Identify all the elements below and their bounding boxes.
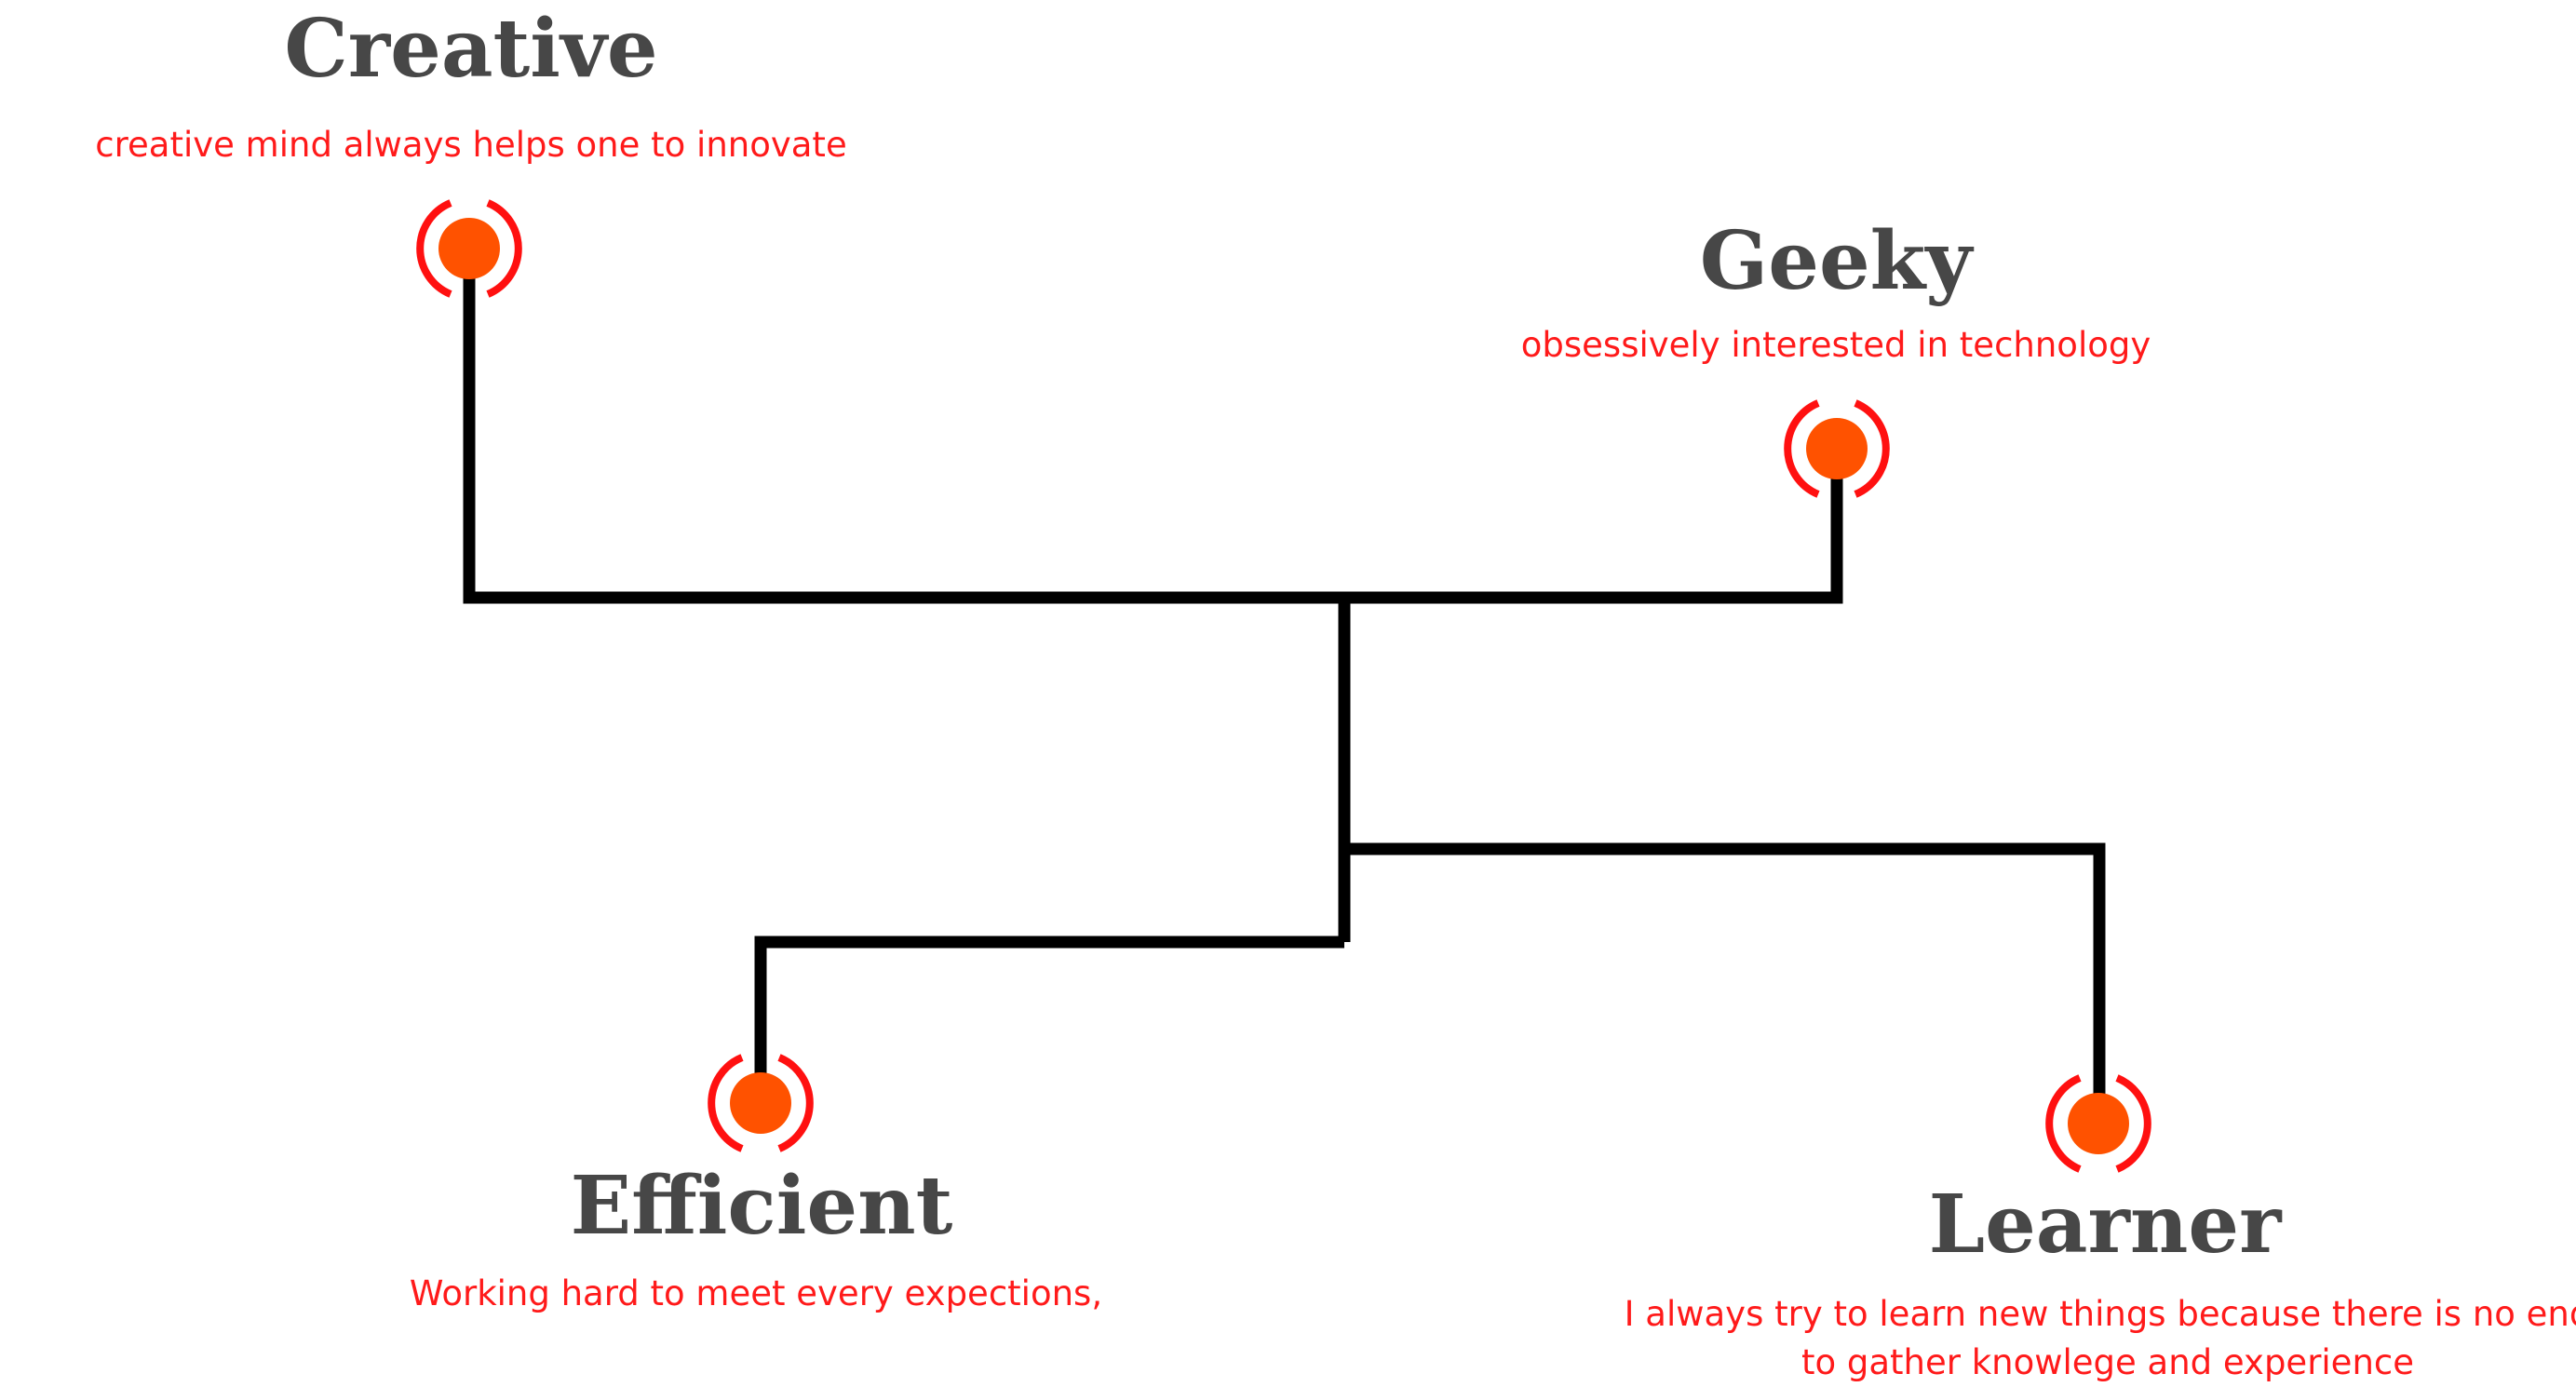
geeky-description: obsessively interested in technology [1521,321,2151,370]
efficient-node-icon [708,1054,814,1152]
connector-top-branch [463,270,1843,604]
geeky-title: Geeky [1699,214,1973,308]
geeky-description-line: obsessively interested in technology [1520,325,2151,365]
learner-description-line-1: I always try to learn new things because… [1624,1294,2576,1334]
efficient-description-line: Working hard to meet every expections, [409,1273,1103,1313]
connector-efficient-branch [754,936,1344,1084]
creative-title: Creative [284,2,658,96]
learner-node-icon [2045,1074,2151,1173]
learner-title: Learner [1928,1178,2282,1272]
geeky-node-icon [1784,399,1890,498]
learner-description: I always try to learn new things because… [1625,1290,2576,1387]
learner-description-line-2: to gather knowlege and experience [1801,1341,2415,1382]
creative-node-icon [416,199,522,298]
efficient-title: Efficient [570,1159,953,1253]
creative-description-line: creative mind always helps one to innova… [95,125,847,165]
creative-description: creative mind always helps one to innova… [95,121,846,169]
efficient-description: Working hard to meet every expections, [410,1270,1102,1318]
connector-learner-branch [1344,842,2106,1103]
